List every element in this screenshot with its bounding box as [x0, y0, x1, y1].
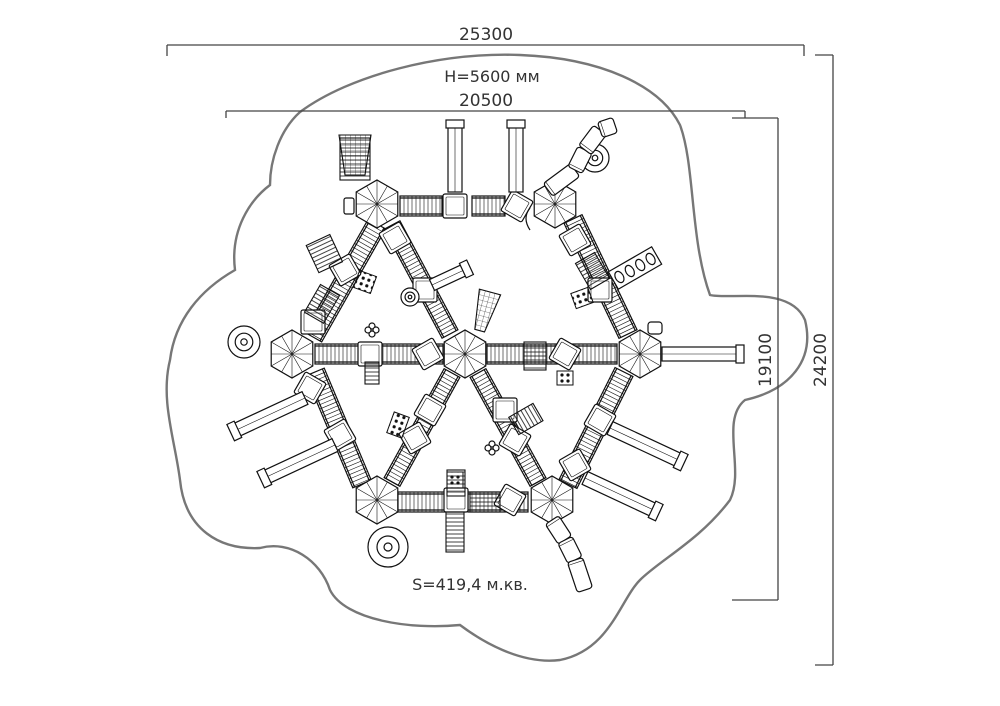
climbing-wall-left	[352, 269, 378, 295]
spiral-slide-bottom	[367, 526, 409, 568]
slide-left-upper	[226, 390, 309, 442]
hex-tower-r	[618, 329, 662, 379]
hex-tower-tr	[533, 179, 577, 229]
play-depth-label: 19100	[756, 333, 776, 387]
slide-right-upper	[606, 420, 689, 472]
deck-platform	[411, 337, 445, 371]
climbing-wall-center-right	[556, 370, 574, 386]
deck-platform	[413, 393, 447, 427]
flower-decoration	[484, 440, 500, 456]
ladder-left-top	[305, 233, 344, 274]
slide-left-lower	[256, 437, 339, 489]
climbing-wall-center-left	[386, 411, 410, 439]
hex-tower-tl	[355, 179, 399, 229]
play-panel-br	[525, 207, 531, 231]
area-label: S=419,4 м.кв.	[412, 575, 528, 594]
slide-right	[661, 344, 745, 364]
play-panel-tr	[647, 321, 663, 335]
deck-platform	[398, 421, 432, 455]
spiral-small-center	[400, 287, 420, 307]
safety-zone-outline	[165, 53, 809, 662]
spiral-slide-left	[227, 325, 261, 359]
ladder-center-right	[523, 341, 547, 371]
deck-platform	[558, 448, 592, 482]
bridge-bottom-left	[397, 491, 446, 513]
climbing-wall-bottom	[446, 471, 464, 489]
play-width-label: 20500	[459, 91, 513, 111]
climbing-net-top	[338, 134, 372, 176]
ladder-right-top	[574, 251, 611, 291]
deck-platform	[558, 223, 592, 257]
play-panel-tl	[343, 197, 355, 215]
overall-depth-label: 24200	[811, 333, 831, 387]
climbing-wall-right	[570, 286, 594, 310]
deck-platform	[378, 221, 412, 255]
deck-platform	[548, 337, 582, 371]
tube-slide-top-right	[543, 117, 618, 196]
dimension-play-depth: 19100	[732, 117, 779, 601]
ladder-right-center	[507, 402, 544, 436]
ladder-center-left	[364, 361, 380, 385]
hex-tower-bl	[355, 475, 399, 525]
bridge-top-left	[399, 195, 443, 217]
ladder-bottom	[445, 511, 465, 553]
climbing-panel-right	[607, 246, 663, 290]
overall-width-label: 25300	[459, 25, 513, 45]
tube-slide-bottom-right	[545, 516, 593, 593]
slide-top-right	[506, 119, 526, 193]
flower-decoration	[364, 322, 380, 338]
slide-right-lower	[581, 470, 664, 522]
deck-platform	[442, 193, 468, 219]
hex-tower-c	[443, 329, 487, 379]
slide-top-left	[445, 119, 465, 193]
dimension-overall-width: 25300	[166, 25, 805, 56]
play-structure	[226, 117, 745, 593]
slide-center-top	[428, 259, 475, 292]
bridge-top-right	[471, 195, 506, 217]
climbing-net-center	[474, 288, 502, 333]
hex-tower-br	[530, 475, 574, 525]
dimension-overall-depth: 24200	[811, 54, 834, 666]
height-label: H=5600 мм	[444, 67, 539, 86]
dimension-play-width: 20500	[225, 91, 746, 118]
deck-platform	[500, 189, 534, 223]
hex-tower-l	[270, 329, 314, 379]
stairs-bottom	[469, 491, 501, 513]
ladder-left	[303, 283, 341, 324]
